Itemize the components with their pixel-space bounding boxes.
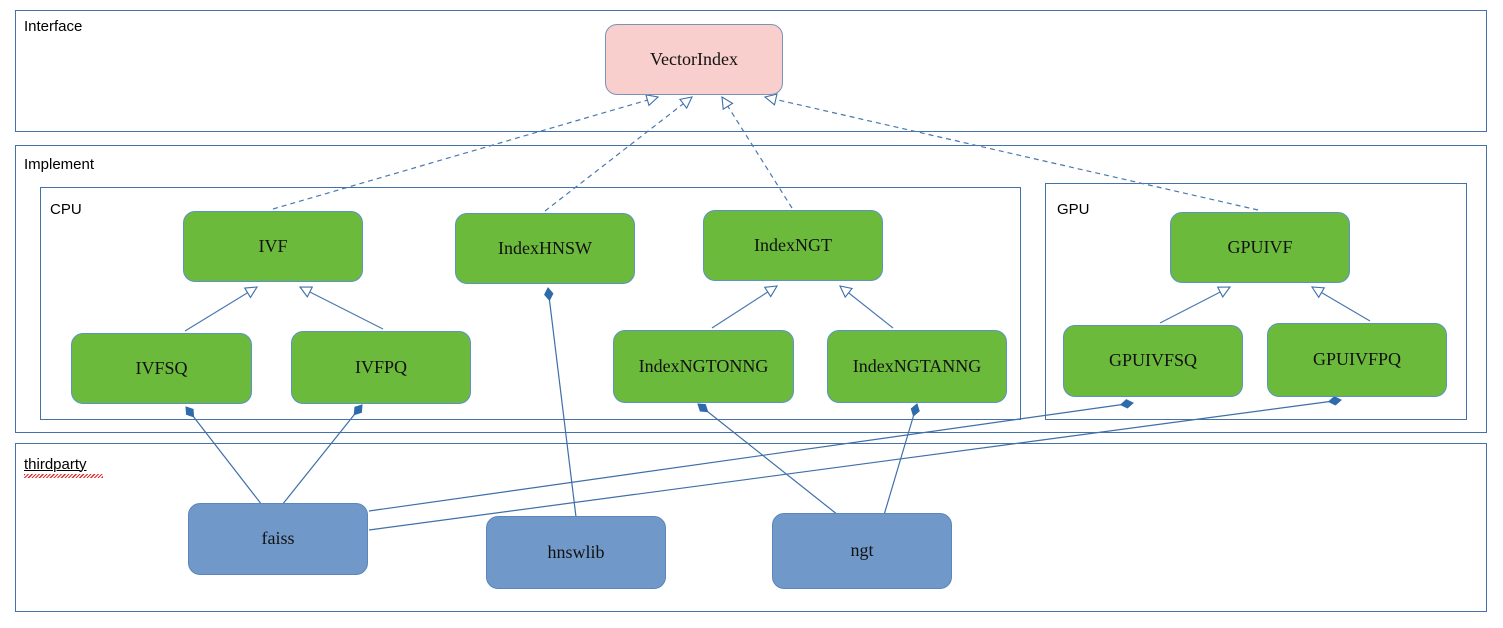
group-gpu-label: GPU — [1057, 201, 1090, 218]
node-indexngtanng[interactable]: IndexNGTANNG — [827, 330, 1007, 403]
node-ivfsq[interactable]: IVFSQ — [71, 333, 252, 404]
spellcheck-underline — [24, 474, 103, 478]
node-indexngtonng[interactable]: IndexNGTONNG — [613, 330, 794, 403]
group-interface-label: Interface — [24, 18, 83, 35]
node-ivfpq[interactable]: IVFPQ — [291, 331, 471, 404]
group-implement-label: Implement — [24, 156, 95, 173]
node-gpuivfpq[interactable]: GPUIVFPQ — [1267, 323, 1447, 397]
node-vectorindex[interactable]: VectorIndex — [605, 24, 783, 95]
node-indexhnsw[interactable]: IndexHNSW — [455, 213, 635, 284]
node-faiss[interactable]: faiss — [188, 503, 368, 575]
group-cpu-label: CPU — [50, 201, 82, 218]
group-thirdparty-label: thirdparty — [24, 456, 87, 473]
node-gpuivf[interactable]: GPUIVF — [1170, 212, 1350, 283]
node-ngt[interactable]: ngt — [772, 513, 952, 589]
node-indexngt[interactable]: IndexNGT — [703, 210, 883, 281]
node-gpuivfsq[interactable]: GPUIVFSQ — [1063, 325, 1243, 397]
node-ivf[interactable]: IVF — [183, 211, 363, 282]
node-hnswlib[interactable]: hnswlib — [486, 516, 666, 589]
